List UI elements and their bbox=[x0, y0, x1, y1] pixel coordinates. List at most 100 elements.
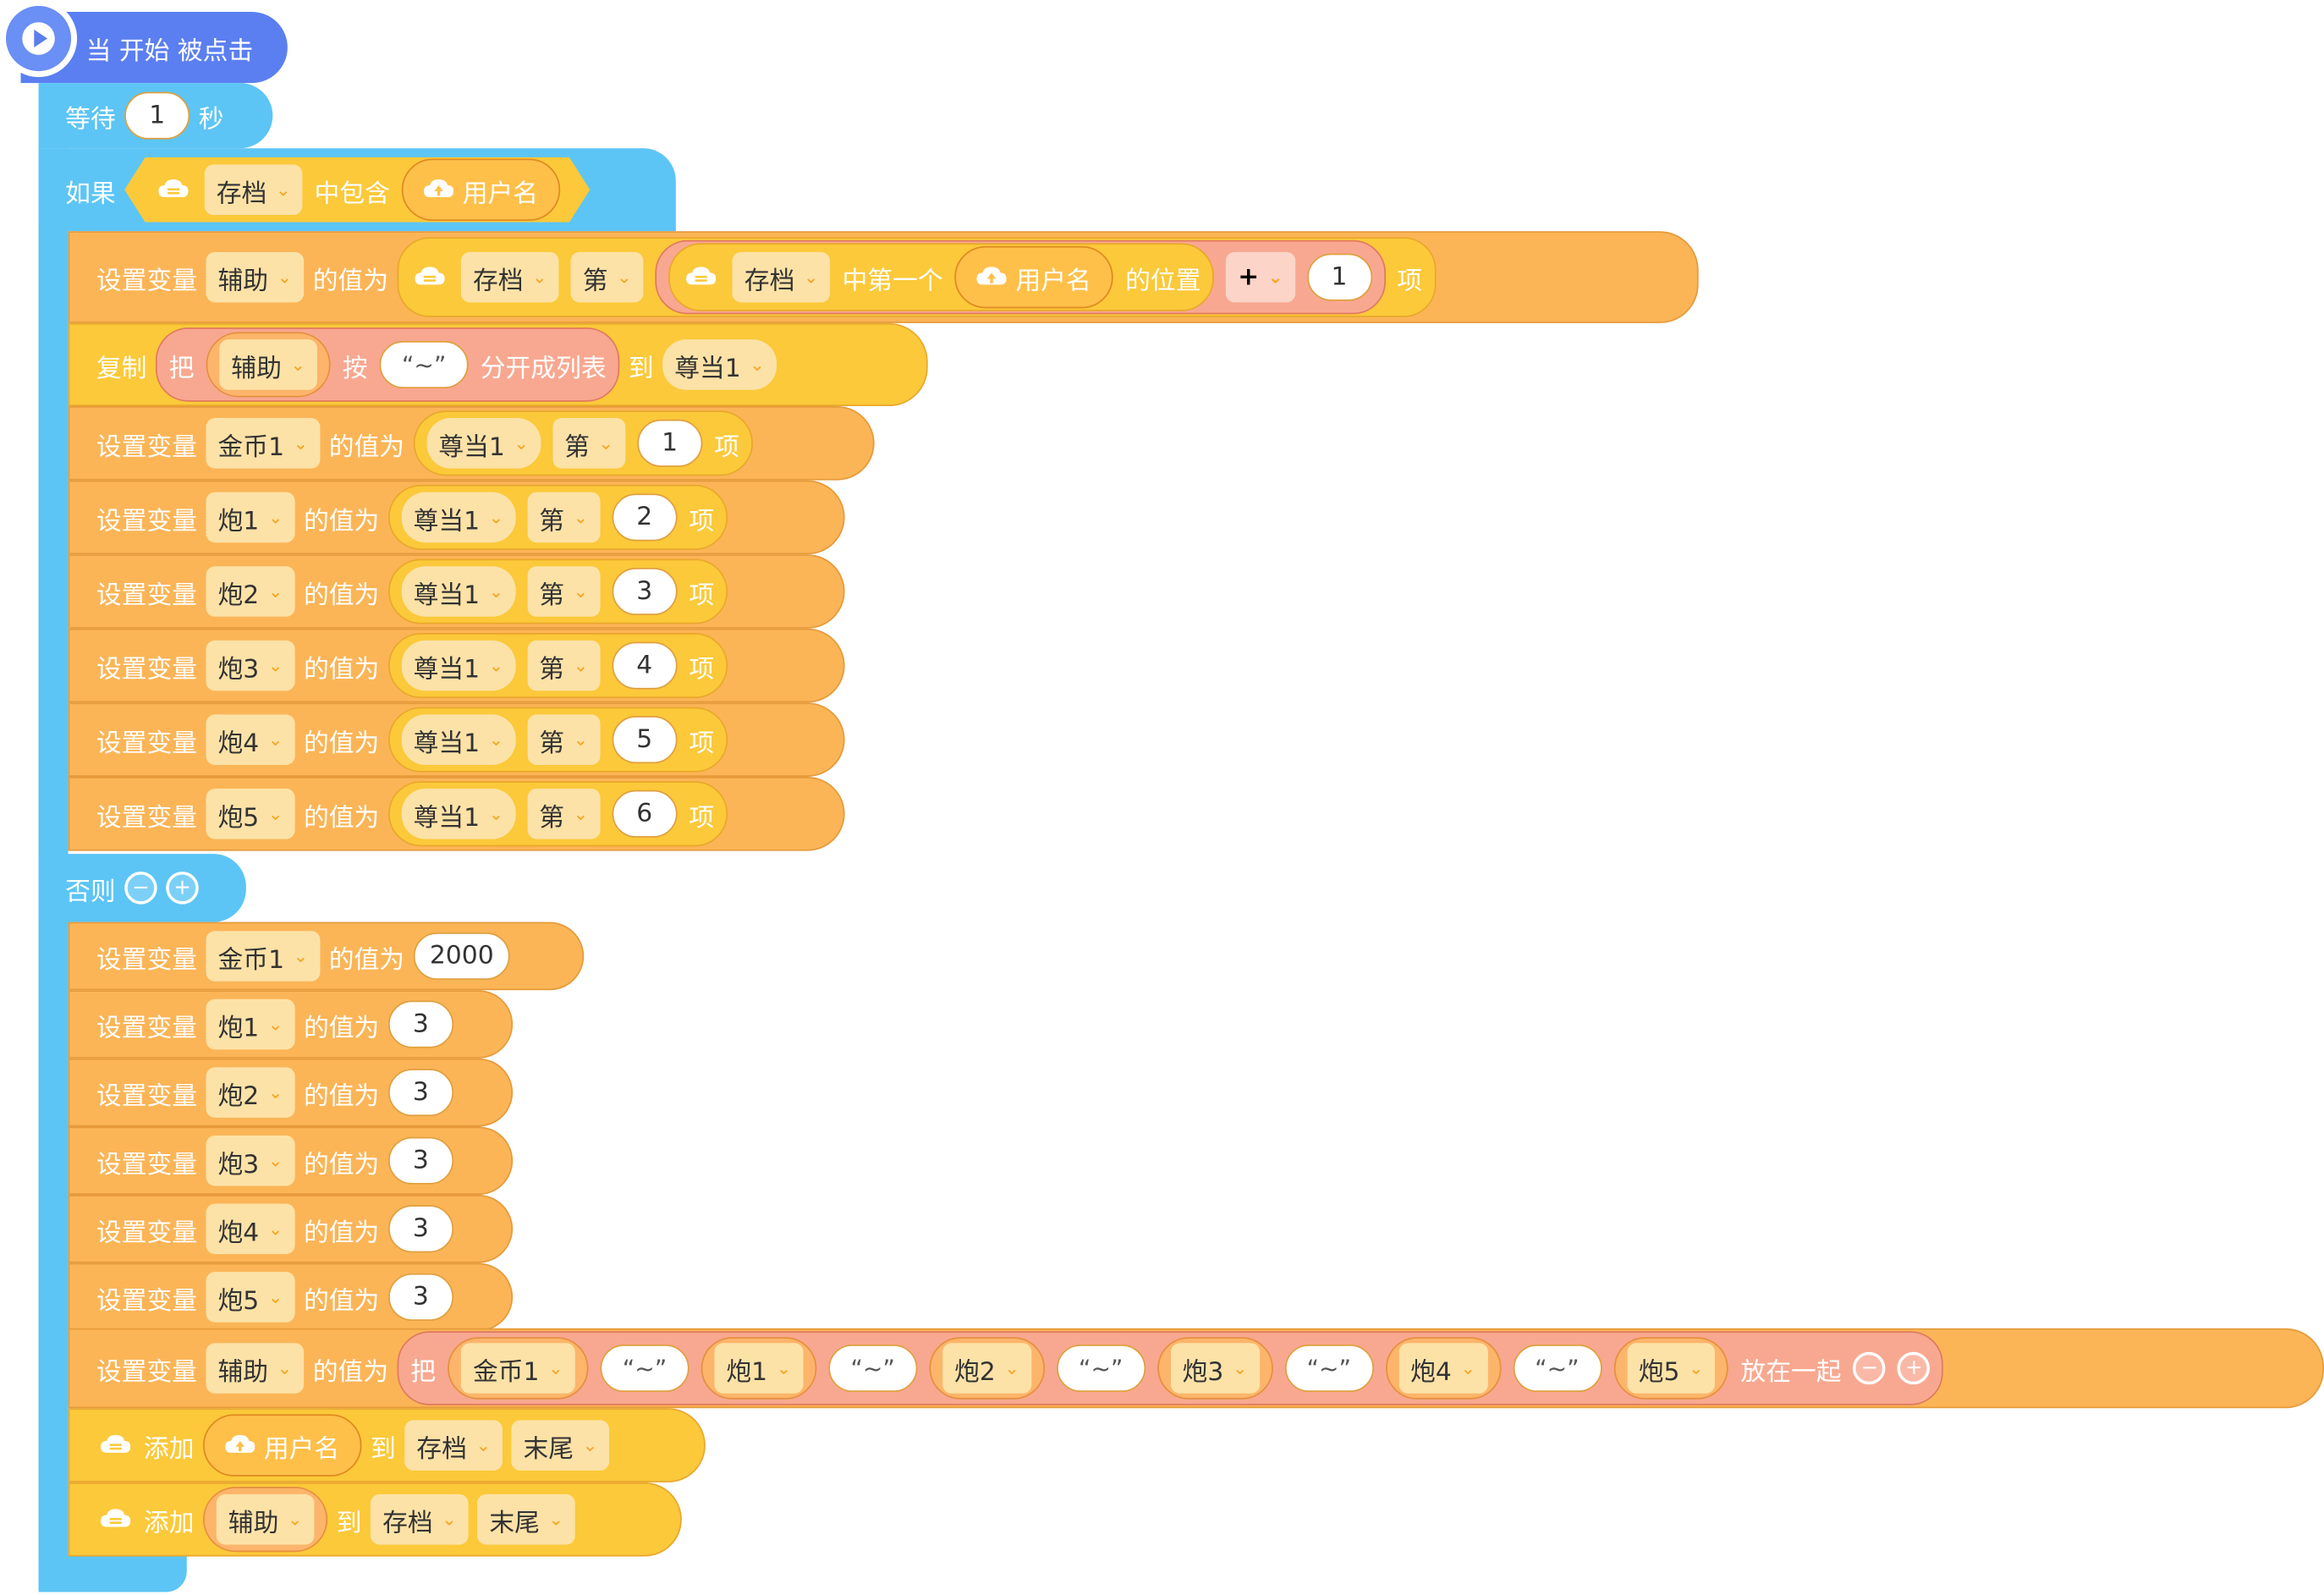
var-reporter[interactable]: 辅助⌄ bbox=[203, 1487, 328, 1553]
username-reporter[interactable]: 用户名 bbox=[954, 245, 1114, 309]
var-dropdown[interactable]: 金币1⌄ bbox=[206, 418, 321, 469]
set-var-fuzhu-block[interactable]: 设置变量 辅助⌄ 的值为 存档⌄ 第⌄ 存档⌄ 中第一个 用户名 的位置 +⌄ … bbox=[68, 231, 1699, 323]
var-dropdown[interactable]: 辅助⌄ bbox=[219, 339, 318, 390]
value-input[interactable]: 3 bbox=[387, 1136, 453, 1185]
nth-dropdown[interactable]: 第⌄ bbox=[552, 418, 626, 469]
var-reporter[interactable]: 炮2⌄ bbox=[929, 1337, 1045, 1400]
if-username-reporter[interactable]: 用户名 bbox=[402, 158, 560, 221]
list-dropdown[interactable]: 存档⌄ bbox=[371, 1493, 469, 1545]
index-of-reporter[interactable]: 存档⌄ 中第一个 用户名 的位置 bbox=[668, 243, 1215, 311]
list-dropdown[interactable]: 尊当1⌄ bbox=[401, 566, 516, 617]
target-list-dropdown[interactable]: 尊当1⌄ bbox=[662, 339, 777, 390]
wait-block[interactable]: 等待 1 秒 bbox=[38, 83, 273, 149]
value-input[interactable]: 3 bbox=[387, 1205, 453, 1253]
copy-split-block[interactable]: 复制 把 辅助⌄ 按 “~” 分开成列表 到 尊当1⌄ bbox=[68, 322, 928, 407]
plus-icon[interactable]: + bbox=[166, 872, 199, 905]
set-var-value-block[interactable]: 设置变量 炮4⌄ 的值为 3 bbox=[68, 1195, 514, 1263]
nth-dropdown[interactable]: 第⌄ bbox=[527, 566, 601, 617]
set-var-list-item-block[interactable]: 设置变量 炮1⌄ 的值为 尊当1⌄ 第⌄ 2 项 bbox=[68, 480, 845, 555]
nth-dropdown[interactable]: 第⌄ bbox=[527, 789, 601, 839]
operand-input[interactable]: 1 bbox=[1306, 253, 1372, 301]
set-var-value-block[interactable]: 设置变量 炮3⌄ 的值为 3 bbox=[68, 1126, 514, 1196]
set-var-list-item-block[interactable]: 设置变量 炮4⌄ 的值为 尊当1⌄ 第⌄ 5 项 bbox=[68, 702, 845, 777]
var-dropdown[interactable]: 炮4⌄ bbox=[1398, 1343, 1488, 1394]
set-var-list-item-block[interactable]: 设置变量 炮3⌄ 的值为 尊当1⌄ 第⌄ 4 项 bbox=[68, 628, 845, 703]
list-item-reporter[interactable]: 存档⌄ 第⌄ 存档⌄ 中第一个 用户名 的位置 +⌄ 1 项 bbox=[397, 237, 1436, 317]
set-var-list-item-block[interactable]: 设置变量 金币1⌄ 的值为 尊当1⌄ 第⌄ 1 项 bbox=[68, 406, 875, 481]
var-dropdown[interactable]: 炮1⌄ bbox=[206, 998, 295, 1050]
nth-dropdown[interactable]: 第⌄ bbox=[527, 492, 601, 543]
var-dropdown[interactable]: 炮1⌄ bbox=[714, 1343, 804, 1394]
nth-dropdown[interactable]: 第⌄ bbox=[527, 640, 601, 691]
var-dropdown[interactable]: 金币1⌄ bbox=[460, 1343, 575, 1394]
var-dropdown[interactable]: 炮2⌄ bbox=[206, 1067, 295, 1118]
list-item-reporter[interactable]: 尊当1⌄ 第⌄ 6 项 bbox=[387, 781, 728, 847]
index-input[interactable]: 5 bbox=[612, 716, 678, 764]
set-var-value-block[interactable]: 设置变量 炮5⌄ 的值为 3 bbox=[68, 1262, 514, 1332]
split-reporter[interactable]: 把 辅助⌄ 按 “~” 分开成列表 bbox=[155, 327, 620, 402]
var-reporter[interactable]: 炮3⌄ bbox=[1157, 1337, 1273, 1400]
separator-input[interactable]: “~” bbox=[1056, 1344, 1146, 1393]
var-dropdown[interactable]: 辅助⌄ bbox=[206, 1343, 305, 1394]
separator-input[interactable]: “~” bbox=[1284, 1344, 1374, 1393]
separator-input[interactable]: “~” bbox=[828, 1344, 918, 1393]
list-item-reporter[interactable]: 尊当1⌄ 第⌄ 5 项 bbox=[387, 707, 728, 773]
var-reporter[interactable]: 金币1⌄ bbox=[448, 1337, 589, 1400]
plus-operator[interactable]: 存档⌄ 中第一个 用户名 的位置 +⌄ 1 bbox=[655, 239, 1386, 315]
separator-input[interactable]: “~” bbox=[600, 1344, 690, 1393]
value-input[interactable]: 3 bbox=[387, 1000, 453, 1048]
position-dropdown[interactable]: 末尾⌄ bbox=[477, 1493, 576, 1545]
var-dropdown[interactable]: 炮5⌄ bbox=[1626, 1343, 1716, 1394]
var-dropdown[interactable]: 辅助⌄ bbox=[206, 251, 305, 303]
set-var-value-block[interactable]: 设置变量 金币1⌄ 的值为 2000 bbox=[68, 921, 585, 991]
if-header[interactable]: 如果 存档⌄ 中包含 用户名 bbox=[38, 148, 676, 232]
index-input[interactable]: 2 bbox=[612, 493, 678, 542]
wait-seconds-input[interactable]: 1 bbox=[124, 91, 190, 140]
var-dropdown[interactable]: 炮2⌄ bbox=[206, 566, 295, 617]
list-dropdown[interactable]: 尊当1⌄ bbox=[401, 640, 516, 691]
separator-input[interactable]: “~” bbox=[379, 340, 469, 388]
var-dropdown[interactable]: 炮4⌄ bbox=[206, 714, 295, 765]
var-reporter[interactable]: 炮1⌄ bbox=[700, 1337, 817, 1400]
set-var-list-item-block[interactable]: 设置变量 炮5⌄ 的值为 尊当1⌄ 第⌄ 6 项 bbox=[68, 776, 845, 851]
var-dropdown[interactable]: 炮2⌄ bbox=[942, 1343, 1031, 1394]
index-input[interactable]: 4 bbox=[612, 641, 678, 690]
var-dropdown[interactable]: 炮3⌄ bbox=[1170, 1343, 1260, 1394]
minus-icon[interactable]: − bbox=[124, 872, 157, 905]
set-var-value-block[interactable]: 设置变量 炮1⌄ 的值为 3 bbox=[68, 990, 514, 1059]
list-dropdown[interactable]: 尊当1⌄ bbox=[426, 418, 541, 469]
add-username-block[interactable]: 添加 用户名 到 存档⌄ 末尾⌄ bbox=[68, 1408, 706, 1482]
value-input[interactable]: 2000 bbox=[413, 932, 510, 981]
set-var-list-item-block[interactable]: 设置变量 炮2⌄ 的值为 尊当1⌄ 第⌄ 3 项 bbox=[68, 554, 845, 629]
var-reporter[interactable]: 辅助⌄ bbox=[206, 332, 331, 398]
index-input[interactable]: 6 bbox=[612, 789, 678, 838]
var-reporter[interactable]: 炮4⌄ bbox=[1385, 1337, 1501, 1400]
set-var-value-block[interactable]: 设置变量 炮2⌄ 的值为 3 bbox=[68, 1058, 514, 1127]
var-dropdown[interactable]: 炮3⌄ bbox=[206, 1135, 295, 1186]
list-dropdown[interactable]: 存档⌄ bbox=[460, 251, 559, 303]
index-input[interactable]: 3 bbox=[612, 567, 678, 616]
value-input[interactable]: 3 bbox=[387, 1069, 453, 1117]
position-dropdown[interactable]: 末尾⌄ bbox=[511, 1420, 610, 1471]
value-input[interactable]: 3 bbox=[387, 1273, 453, 1321]
operator-dropdown[interactable]: +⌄ bbox=[1226, 251, 1295, 303]
list-dropdown[interactable]: 存档⌄ bbox=[404, 1420, 503, 1471]
var-reporter[interactable]: 炮5⌄ bbox=[1613, 1337, 1729, 1400]
list-dropdown[interactable]: 尊当1⌄ bbox=[401, 492, 516, 543]
add-fuzhu-block[interactable]: 添加 辅助⌄ 到 存档⌄ 末尾⌄ bbox=[68, 1482, 682, 1557]
nth-dropdown[interactable]: 第⌄ bbox=[570, 251, 644, 303]
list-dropdown[interactable]: 尊当1⌄ bbox=[401, 789, 516, 839]
var-dropdown[interactable]: 炮5⌄ bbox=[206, 1272, 295, 1323]
separator-input[interactable]: “~” bbox=[1512, 1344, 1602, 1393]
index-input[interactable]: 1 bbox=[637, 419, 703, 467]
plus-icon[interactable]: + bbox=[1898, 1351, 1931, 1385]
join-reporter[interactable]: 把 金币1⌄“~”炮1⌄“~”炮2⌄“~”炮3⌄“~”炮4⌄“~”炮5⌄放在一起… bbox=[397, 1331, 1944, 1405]
var-dropdown[interactable]: 炮5⌄ bbox=[206, 789, 295, 839]
set-var-join-block[interactable]: 设置变量 辅助⌄ 的值为 把 金币1⌄“~”炮1⌄“~”炮2⌄“~”炮3⌄“~”… bbox=[68, 1328, 2324, 1409]
minus-icon[interactable]: − bbox=[1853, 1351, 1887, 1385]
contains-condition[interactable]: 存档⌄ 中包含 用户名 bbox=[124, 157, 590, 223]
list-item-reporter[interactable]: 尊当1⌄ 第⌄ 3 项 bbox=[387, 558, 728, 624]
var-dropdown[interactable]: 炮1⌄ bbox=[206, 492, 295, 543]
list-item-reporter[interactable]: 尊当1⌄ 第⌄ 1 项 bbox=[413, 410, 753, 476]
else-header[interactable]: 否则 − + bbox=[38, 854, 246, 922]
